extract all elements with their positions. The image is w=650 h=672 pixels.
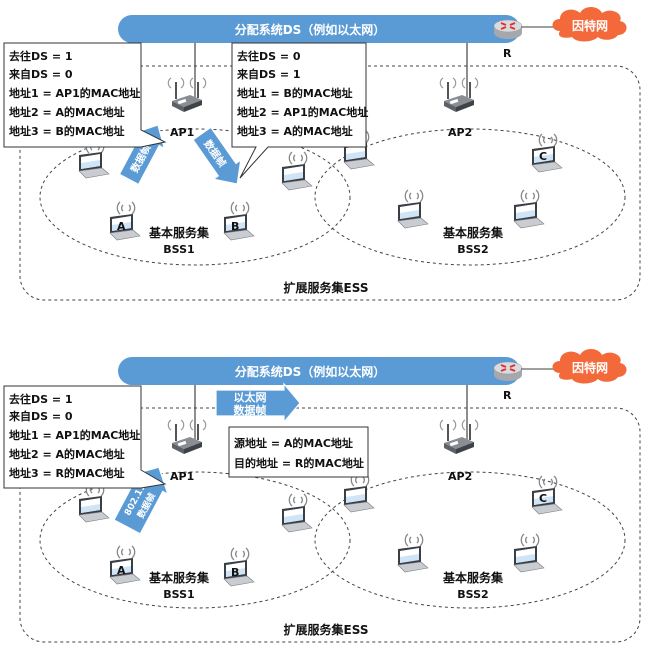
ap2-label: AP2 [448, 470, 472, 483]
router-icon [493, 361, 523, 382]
laptop-icon [397, 201, 429, 229]
svg-text:地址1 = B的MAC地址: 地址1 = B的MAC地址 [237, 86, 352, 100]
internet-label: 因特网 [572, 18, 608, 33]
host-b-label: B [231, 220, 239, 233]
host-b-label: B [231, 566, 239, 579]
bss2-name: BSS2 [457, 243, 488, 256]
bss2-boundary [314, 128, 626, 266]
bss1-title: 基本服务集 [148, 570, 210, 585]
ethernet-address-box: 源地址 = A的MAC地址 目的地址 = R的MAC地址 [228, 426, 369, 478]
ds-label: 分配系统DS（例如以太网） [235, 364, 386, 379]
svg-text:地址3 = A的MAC地址: 地址3 = A的MAC地址 [237, 124, 353, 138]
ap2-icon [439, 419, 479, 455]
ess-boundary [19, 65, 641, 301]
ap1-icon [167, 419, 207, 455]
host-c-label: C [539, 150, 547, 163]
svg-text:地址3 = B的MAC地址: 地址3 = B的MAC地址 [9, 124, 124, 138]
svg-text:地址2 = A的MAC地址: 地址2 = A的MAC地址 [9, 447, 125, 461]
ess-label: 扩展服务集ESS [284, 280, 369, 295]
distribution-system-bar [118, 15, 520, 43]
svg-text:地址3 = R的MAC地址: 地址3 = R的MAC地址 [9, 466, 125, 480]
bss1-name: BSS1 [163, 588, 194, 601]
ap2-label: AP2 [448, 126, 472, 139]
address-box-right: 去往DS = 0 来自DS = 1 地址1 = B的MAC地址 地址2 = AP… [231, 42, 368, 179]
bss2-boundary [314, 471, 626, 609]
svg-text:地址1 = AP1的MAC地址: 地址1 = AP1的MAC地址 [9, 428, 140, 442]
host-a-label: A [117, 564, 126, 577]
host-a-label: A [117, 220, 126, 233]
laptop-icon [513, 201, 545, 229]
ess-label: 扩展服务集ESS [284, 622, 369, 637]
top-diagram: 分配系统DS（例如以太网） R 因特网 AP1 AP2 A B C [3, 7, 641, 301]
distribution-system-bar [118, 357, 520, 385]
router-label: R [503, 389, 512, 402]
svg-text:目的地址 = R的MAC地址: 目的地址 = R的MAC地址 [234, 456, 364, 470]
svg-text:地址1 = AP1的MAC地址: 地址1 = AP1的MAC地址 [9, 86, 140, 100]
laptop-icon [343, 485, 375, 513]
bss1-title: 基本服务集 [148, 225, 210, 240]
ess-boundary [19, 407, 641, 643]
eth-frame-line2: 数据帧 [234, 403, 267, 417]
eth-frame-line1: 以太网 [234, 390, 267, 404]
ds-label: 分配系统DS（例如以太网） [235, 22, 386, 37]
laptop-icon [281, 505, 313, 533]
internet-label: 因特网 [572, 360, 608, 375]
router-label: R [503, 47, 512, 60]
bss2-title: 基本服务集 [442, 570, 504, 585]
host-c-label: C [539, 492, 547, 505]
bss1-boundary [39, 128, 351, 266]
ap2-icon [439, 77, 479, 113]
bss1-name: BSS1 [163, 243, 194, 256]
laptop-icon [78, 151, 110, 179]
ap1-label: AP1 [170, 126, 194, 139]
laptop-icon [78, 495, 110, 523]
svg-text:源地址 = A的MAC地址: 源地址 = A的MAC地址 [234, 436, 353, 450]
laptop-icon [281, 163, 313, 191]
bss2-name: BSS2 [457, 588, 488, 601]
svg-text:来自DS = 1: 来自DS = 1 [236, 67, 301, 81]
address-box-left: 去往DS = 1 来自DS = 0 地址1 = AP1的MAC地址 地址2 = … [3, 385, 167, 489]
svg-text:去往DS = 1: 去往DS = 1 [9, 49, 73, 63]
laptop-icon [397, 545, 429, 573]
router-icon [493, 19, 523, 40]
bss2-title: 基本服务集 [442, 225, 504, 240]
svg-text:地址2 = AP1的MAC地址: 地址2 = AP1的MAC地址 [237, 105, 368, 119]
svg-text:来自DS = 0: 来自DS = 0 [8, 409, 73, 423]
bottom-diagram: 分配系统DS（例如以太网） R 因特网 AP1 AP2 A B C 基本服 [3, 349, 641, 643]
svg-text:地址2 = A的MAC地址: 地址2 = A的MAC地址 [9, 105, 125, 119]
ethernet-frame-arrow: 以太网 数据帧 [215, 382, 301, 424]
bss1-boundary [39, 471, 351, 609]
svg-text:去往DS = 1: 去往DS = 1 [9, 392, 73, 406]
svg-text:去往DS = 0: 去往DS = 0 [237, 49, 301, 63]
ap1-label: AP1 [170, 470, 194, 483]
address-box-left: 去往DS = 1 来自DS = 0 地址1 = AP1的MAC地址 地址2 = … [3, 42, 167, 148]
svg-text:来自DS = 0: 来自DS = 0 [8, 67, 73, 81]
ap1-icon [167, 77, 207, 113]
laptop-icon [513, 545, 545, 573]
